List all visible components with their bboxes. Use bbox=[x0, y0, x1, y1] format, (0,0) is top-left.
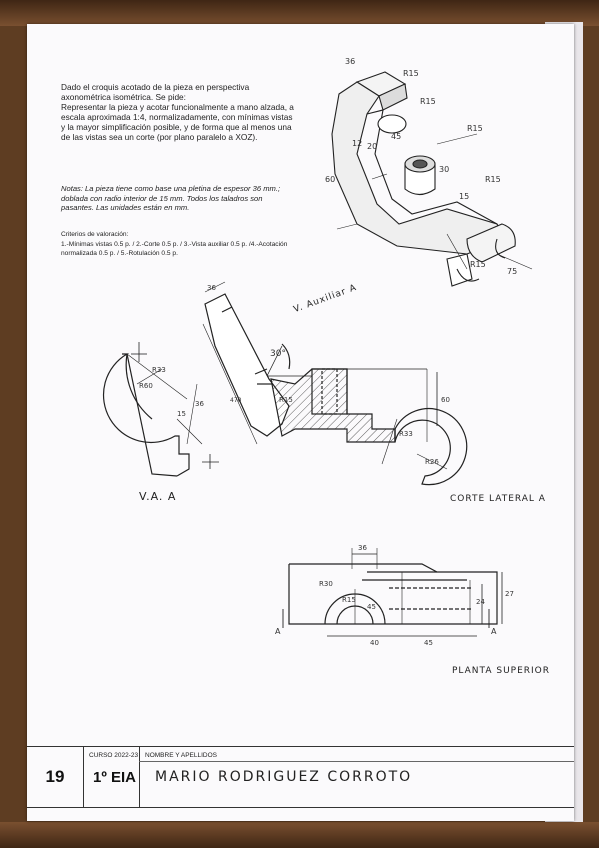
plan-dim-r30: R30 bbox=[319, 580, 333, 588]
notes-line: Notas: La pieza tiene como base una plet… bbox=[61, 184, 281, 193]
angle-30: 30° bbox=[270, 349, 286, 359]
aux-view-label: V.A. A bbox=[139, 490, 177, 503]
iso-dim-36: 36 bbox=[345, 57, 355, 66]
wood-table-bottom bbox=[0, 822, 599, 848]
grading-criteria: Criterios de valoración: 1.-Mínimas vist… bbox=[61, 230, 351, 258]
plan-dim-27: 27 bbox=[505, 590, 514, 598]
iso-dim-20: 20 bbox=[367, 142, 377, 151]
aux-view-dimensions: R33 R60 15 36 bbox=[139, 366, 204, 418]
dim-r26: R26 bbox=[425, 458, 439, 466]
name-label: NOMBRE Y APELLIDOS bbox=[145, 752, 218, 759]
iso-dim-12: 12 bbox=[352, 139, 362, 148]
title-block-divider bbox=[139, 761, 574, 762]
iso-dim-60: 60 bbox=[325, 175, 335, 184]
plan-dim-45b: 45 bbox=[424, 639, 433, 647]
course-label: CURSO 2022-23 bbox=[89, 752, 139, 759]
plan-dim-36: 36 bbox=[358, 544, 367, 552]
auxiliary-view bbox=[102, 342, 219, 477]
title-block: 19 CURSO 2022-23 1º EIA NOMBRE Y APELLID… bbox=[27, 746, 574, 808]
course-cell: CURSO 2022-23 1º EIA bbox=[83, 747, 140, 807]
criteria-line: 1.-Mínimas vistas 0.5 p. / 2.-Corte 0.5 … bbox=[61, 241, 288, 248]
dim-r33: R33 bbox=[399, 430, 413, 438]
aux-dim-r60: R60 bbox=[139, 382, 153, 390]
exercise-notes: Notas: La pieza tiene como base una plet… bbox=[61, 184, 311, 213]
statement-line: axonométrica isométrica. Se pide: bbox=[61, 92, 186, 102]
exam-sheet: Dado el croquis acotado de la pieza en p… bbox=[27, 24, 574, 821]
exercise-number: 19 bbox=[27, 747, 84, 807]
section-label: CORTE LATERAL A bbox=[450, 494, 546, 504]
aux-dim-36: 36 bbox=[195, 400, 204, 408]
plan-dim-r15: R15 bbox=[342, 596, 356, 604]
statement-line: de las vistas sea un corte (por plano pa… bbox=[61, 132, 258, 142]
plan-dim-45: 45 bbox=[367, 603, 376, 611]
plan-dim-40: 40 bbox=[370, 639, 379, 647]
iso-dim-15: 15 bbox=[459, 192, 469, 201]
plan-dim-24: 24 bbox=[476, 598, 485, 606]
iso-dimension-labels: R15 R15 R15 R15 R15 36 12 20 45 30 60 75… bbox=[325, 57, 517, 276]
lateral-section bbox=[270, 368, 468, 486]
notes-line: pasantes. Las unidades están en mm. bbox=[61, 203, 190, 212]
statement-line: Dado el croquis acotado de la pieza en p… bbox=[61, 82, 250, 92]
wood-table-top bbox=[0, 0, 599, 26]
plan-view bbox=[282, 548, 503, 637]
section-mark-a: A bbox=[275, 627, 281, 636]
exercise-statement: Dado el croquis acotado de la pieza en p… bbox=[61, 82, 311, 142]
isometric-sketch bbox=[331, 71, 533, 287]
iso-dim-45: 45 bbox=[391, 132, 401, 141]
technical-drawing: R15 R15 R15 R15 R15 36 12 20 45 30 60 75… bbox=[102, 57, 533, 647]
iso-dim-r15: R15 bbox=[485, 175, 501, 184]
iso-dim-r15: R15 bbox=[467, 124, 483, 133]
plan-label: PLANTA SUPERIOR bbox=[452, 666, 551, 676]
dim-60: 60 bbox=[441, 396, 450, 404]
statement-line: y la mayor simplificación posible, y de … bbox=[61, 122, 292, 132]
iso-dim-r15: R15 bbox=[470, 260, 486, 269]
statement-line: Representar la pieza y acotar funcionalm… bbox=[61, 102, 294, 112]
aux-dim-r33: R33 bbox=[152, 366, 166, 374]
criteria-line: normalizada 0.5 p. / 5.-Rotulación 0.5 p… bbox=[61, 250, 178, 257]
notes-line: doblada con radio interior de 15 mm. Tod… bbox=[61, 193, 263, 203]
dim-470: 470 bbox=[230, 397, 242, 404]
iso-dim-75: 75 bbox=[507, 267, 517, 276]
dim-36-top: 36 bbox=[207, 284, 216, 292]
iso-dim-30: 30 bbox=[439, 165, 449, 174]
section-mark-a: A bbox=[491, 627, 497, 636]
student-name: MARIO RODRIGUEZ CORROTO bbox=[155, 769, 413, 785]
plan-dimensions: 36 R15 R30 45 40 45 24 27 A A bbox=[275, 544, 514, 647]
aux-dim-15: 15 bbox=[177, 410, 186, 418]
iso-dim-r15: R15 bbox=[403, 69, 419, 78]
criteria-title: Criterios de valoración: bbox=[61, 231, 129, 238]
iso-dim-r15: R15 bbox=[420, 97, 436, 106]
statement-line: escala aproximada 1:4, normalizadamente,… bbox=[61, 112, 293, 122]
dim-r15: R15 bbox=[279, 396, 293, 404]
section-dimensions: 36 30° 470 60 R15 R33 R26 bbox=[207, 284, 450, 466]
course-value: 1º EIA bbox=[93, 769, 136, 786]
